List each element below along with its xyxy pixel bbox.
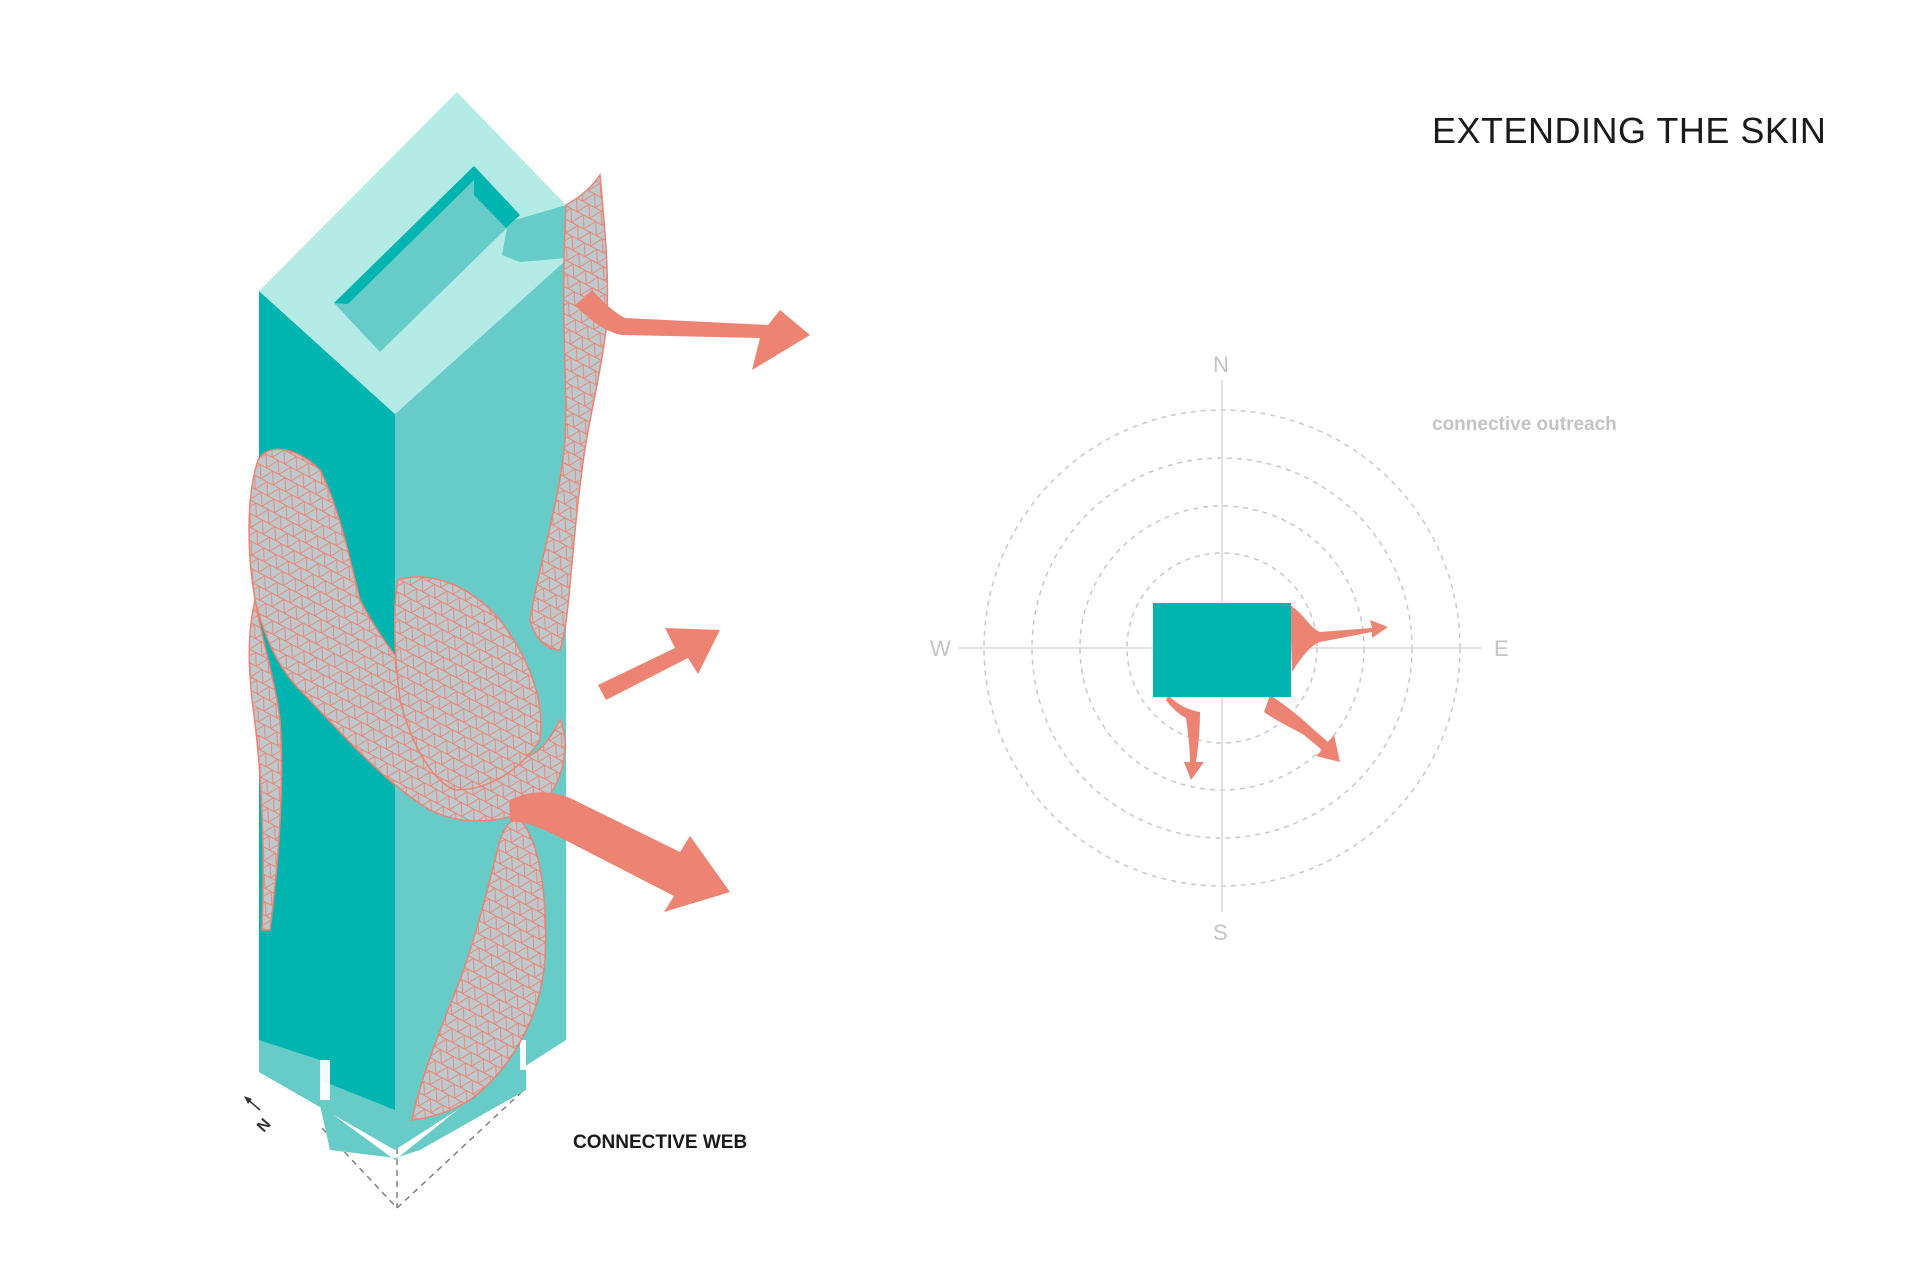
diagram-title: EXTENDING THE SKIN bbox=[1432, 110, 1826, 151]
plan-footprint bbox=[1153, 603, 1291, 697]
base-projection-lines bbox=[321, 1087, 527, 1209]
compass-west: W bbox=[930, 636, 951, 661]
tower-base-skirt bbox=[320, 1055, 526, 1160]
compass-plan: N S W E bbox=[930, 352, 1509, 945]
connective-web-label: CONNECTIVE WEB bbox=[573, 1132, 747, 1153]
tower-top-notch bbox=[502, 205, 566, 262]
compass-north: N bbox=[1213, 352, 1229, 377]
plan-arrow-south bbox=[1166, 695, 1204, 780]
plan-outreach-arrows bbox=[1166, 605, 1388, 780]
connective-outreach-label: connective outreach bbox=[1432, 414, 1617, 435]
tower-outreach-arrows bbox=[510, 290, 810, 912]
mesh-left-drape bbox=[248, 599, 283, 931]
tower-top-opening-edge bbox=[334, 166, 474, 304]
north-marker-label: N bbox=[254, 1116, 274, 1136]
mesh-lower-band bbox=[411, 818, 547, 1121]
mesh-central-fold bbox=[393, 576, 542, 791]
connective-mesh-skin bbox=[248, 172, 609, 1121]
tower-top-opening-inner bbox=[474, 166, 520, 228]
mesh-left-band bbox=[248, 448, 566, 822]
plan-arrow-east bbox=[1290, 605, 1388, 672]
north-marker: N bbox=[244, 1096, 274, 1136]
tower-top-opening-back bbox=[334, 166, 520, 352]
arrow-top bbox=[575, 290, 810, 370]
compass-south: S bbox=[1213, 920, 1228, 945]
arrow-bottom bbox=[510, 792, 730, 912]
compass-east: E bbox=[1494, 636, 1509, 661]
plan-arrow-southeast bbox=[1264, 695, 1340, 762]
arrow-middle bbox=[598, 628, 720, 700]
